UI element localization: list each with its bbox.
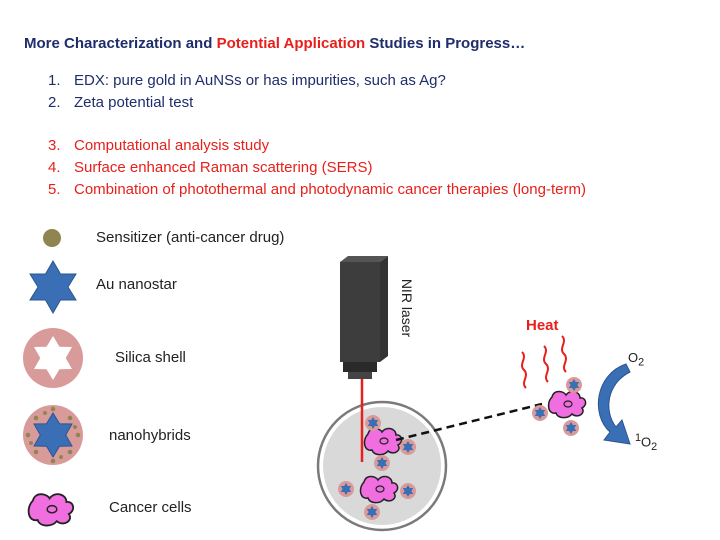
zoomed-cancer-cell bbox=[547, 390, 587, 419]
application-list: 3. Computational analysis study 4. Surface… bbox=[48, 135, 586, 201]
list-item: 2. Zeta potential test bbox=[48, 92, 446, 114]
list-number: 4. bbox=[48, 159, 61, 176]
list-number: 5. bbox=[48, 181, 61, 198]
singlet-subscript: 2 bbox=[651, 440, 658, 453]
list-number: 1. bbox=[48, 72, 61, 89]
silica-shell-icon bbox=[23, 328, 83, 388]
list-number: 3. bbox=[48, 137, 61, 154]
title-part-characterization: More Characterization bbox=[24, 35, 182, 52]
list-text: Zeta potential test bbox=[74, 94, 194, 111]
list-text: Surface enhanced Raman scattering (SERS) bbox=[74, 159, 373, 176]
legend-label-silica: Silica shell bbox=[115, 349, 186, 366]
dish-nanohybrid bbox=[400, 439, 416, 455]
dish-nanohybrid bbox=[400, 483, 416, 499]
nir-laser-label: NIR laser bbox=[399, 278, 416, 338]
legend-label-sensitizer: Sensitizer (anti-cancer drug) bbox=[96, 229, 285, 246]
title-part-studies: Studies in Progress… bbox=[365, 35, 526, 52]
singlet-superscript: 1 bbox=[635, 432, 642, 444]
dish-nanohybrid bbox=[364, 504, 380, 520]
title-part-application: Potential Application bbox=[216, 35, 366, 52]
cancer-cell-icon bbox=[27, 493, 75, 527]
page-title: More Characterization and Potential Appl… bbox=[24, 35, 525, 52]
list-number: 2. bbox=[48, 94, 61, 111]
legend-label-nanostar: Au nanostar bbox=[96, 276, 177, 293]
oxygen-symbol: O bbox=[628, 350, 639, 365]
title-part-and: and bbox=[181, 35, 217, 52]
dish-cancer-cell bbox=[363, 427, 403, 456]
oxygen-subscript: 2 bbox=[638, 356, 645, 369]
dish-nanohybrid bbox=[374, 455, 390, 471]
legend-label-cancer: Cancer cells bbox=[109, 499, 192, 516]
dish-nanohybrid bbox=[338, 481, 354, 497]
nir-laser-icon bbox=[340, 256, 388, 379]
list-item: 4. Surface enhanced Raman scattering (SER… bbox=[48, 157, 586, 179]
characterization-list: 1. EDX: pure gold in AuNSs or has impurit… bbox=[48, 70, 446, 114]
zoom-nanohybrid bbox=[563, 420, 579, 436]
singlet-symbol: O bbox=[641, 434, 652, 450]
dish-nanohybrid bbox=[365, 415, 381, 431]
sensitizer-icon bbox=[43, 229, 61, 247]
singlet-oxygen-label: 1O2 bbox=[635, 432, 657, 453]
list-text: EDX: pure gold in AuNSs or has impuritie… bbox=[74, 72, 446, 89]
heat-waves-icon bbox=[521, 335, 567, 389]
legend-label-nanohybrids: nanohybrids bbox=[109, 427, 191, 444]
nanohybrid-icon bbox=[23, 405, 83, 465]
dish-cancer-cell bbox=[359, 475, 399, 504]
list-item: 5. Combination of photothermal and photod… bbox=[48, 179, 586, 201]
nanostar-icon bbox=[29, 259, 77, 315]
zoom-nanohybrid bbox=[566, 377, 582, 393]
list-item: 3. Computational analysis study bbox=[48, 135, 586, 157]
list-item: 1. EDX: pure gold in AuNSs or has impurit… bbox=[48, 70, 446, 92]
oxygen-conversion-arrow bbox=[597, 363, 631, 445]
list-text: Combination of photothermal and photodyn… bbox=[74, 181, 586, 198]
heat-label: Heat bbox=[526, 317, 559, 334]
oxygen-label: O2 bbox=[628, 350, 644, 369]
list-text: Computational analysis study bbox=[74, 137, 270, 154]
zoom-nanohybrid bbox=[532, 405, 548, 421]
